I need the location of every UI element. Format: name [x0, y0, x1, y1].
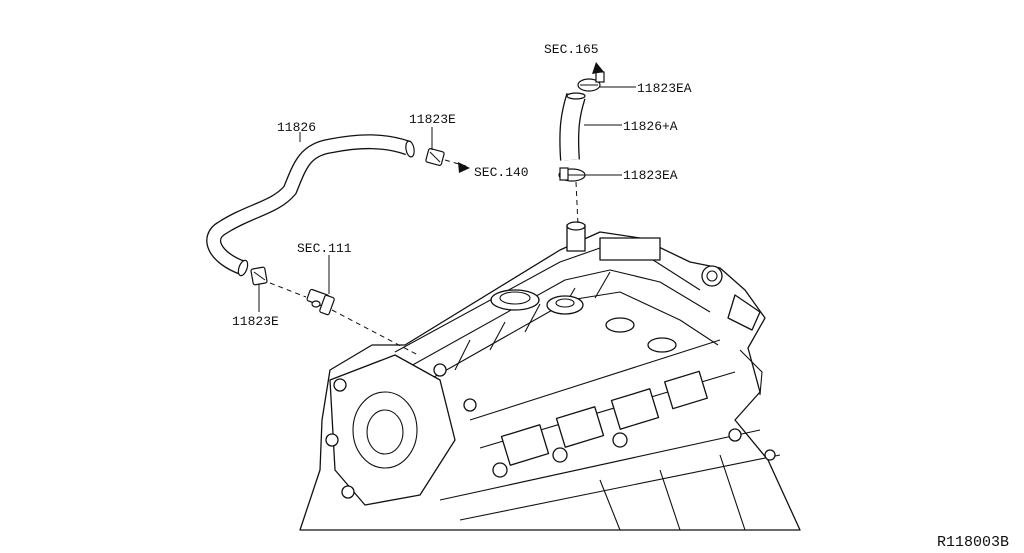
assembly-line-to-engine	[331, 309, 419, 356]
breather-hose-11826a	[559, 92, 586, 161]
label-sec-140: SEC.140	[474, 165, 529, 180]
hose-clamp-11823ea-top	[577, 71, 605, 92]
engine-cylinder-head	[299, 221, 801, 531]
sec165-arrow-icon	[592, 62, 604, 74]
assembly-line-pcv	[269, 282, 307, 298]
label-hose-11826: 11826	[277, 120, 316, 135]
hose-clamp-11823e-bottom	[250, 266, 268, 286]
sec140-arrow-icon	[458, 162, 470, 173]
label-clamp-11823e-bottom: 11823E	[232, 314, 279, 329]
hose-clamp-11823e-top	[425, 148, 445, 166]
label-hose-11826a: 11826+A	[623, 119, 678, 134]
breather-hose-11826	[206, 134, 415, 277]
hose-clamp-11823ea-bottom	[558, 167, 586, 182]
label-sec-111: SEC.111	[297, 241, 352, 256]
label-sec-165: SEC.165	[544, 42, 599, 57]
label-clamp-11823e-top: 11823E	[409, 112, 456, 127]
diagram-reference-code: R118003B	[937, 534, 1009, 551]
label-clamp-11823ea-top: 11823EA	[637, 81, 692, 96]
assembly-line-right	[575, 181, 579, 226]
pcv-valve	[306, 288, 335, 316]
label-clamp-11823ea-bottom: 11823EA	[623, 168, 678, 183]
